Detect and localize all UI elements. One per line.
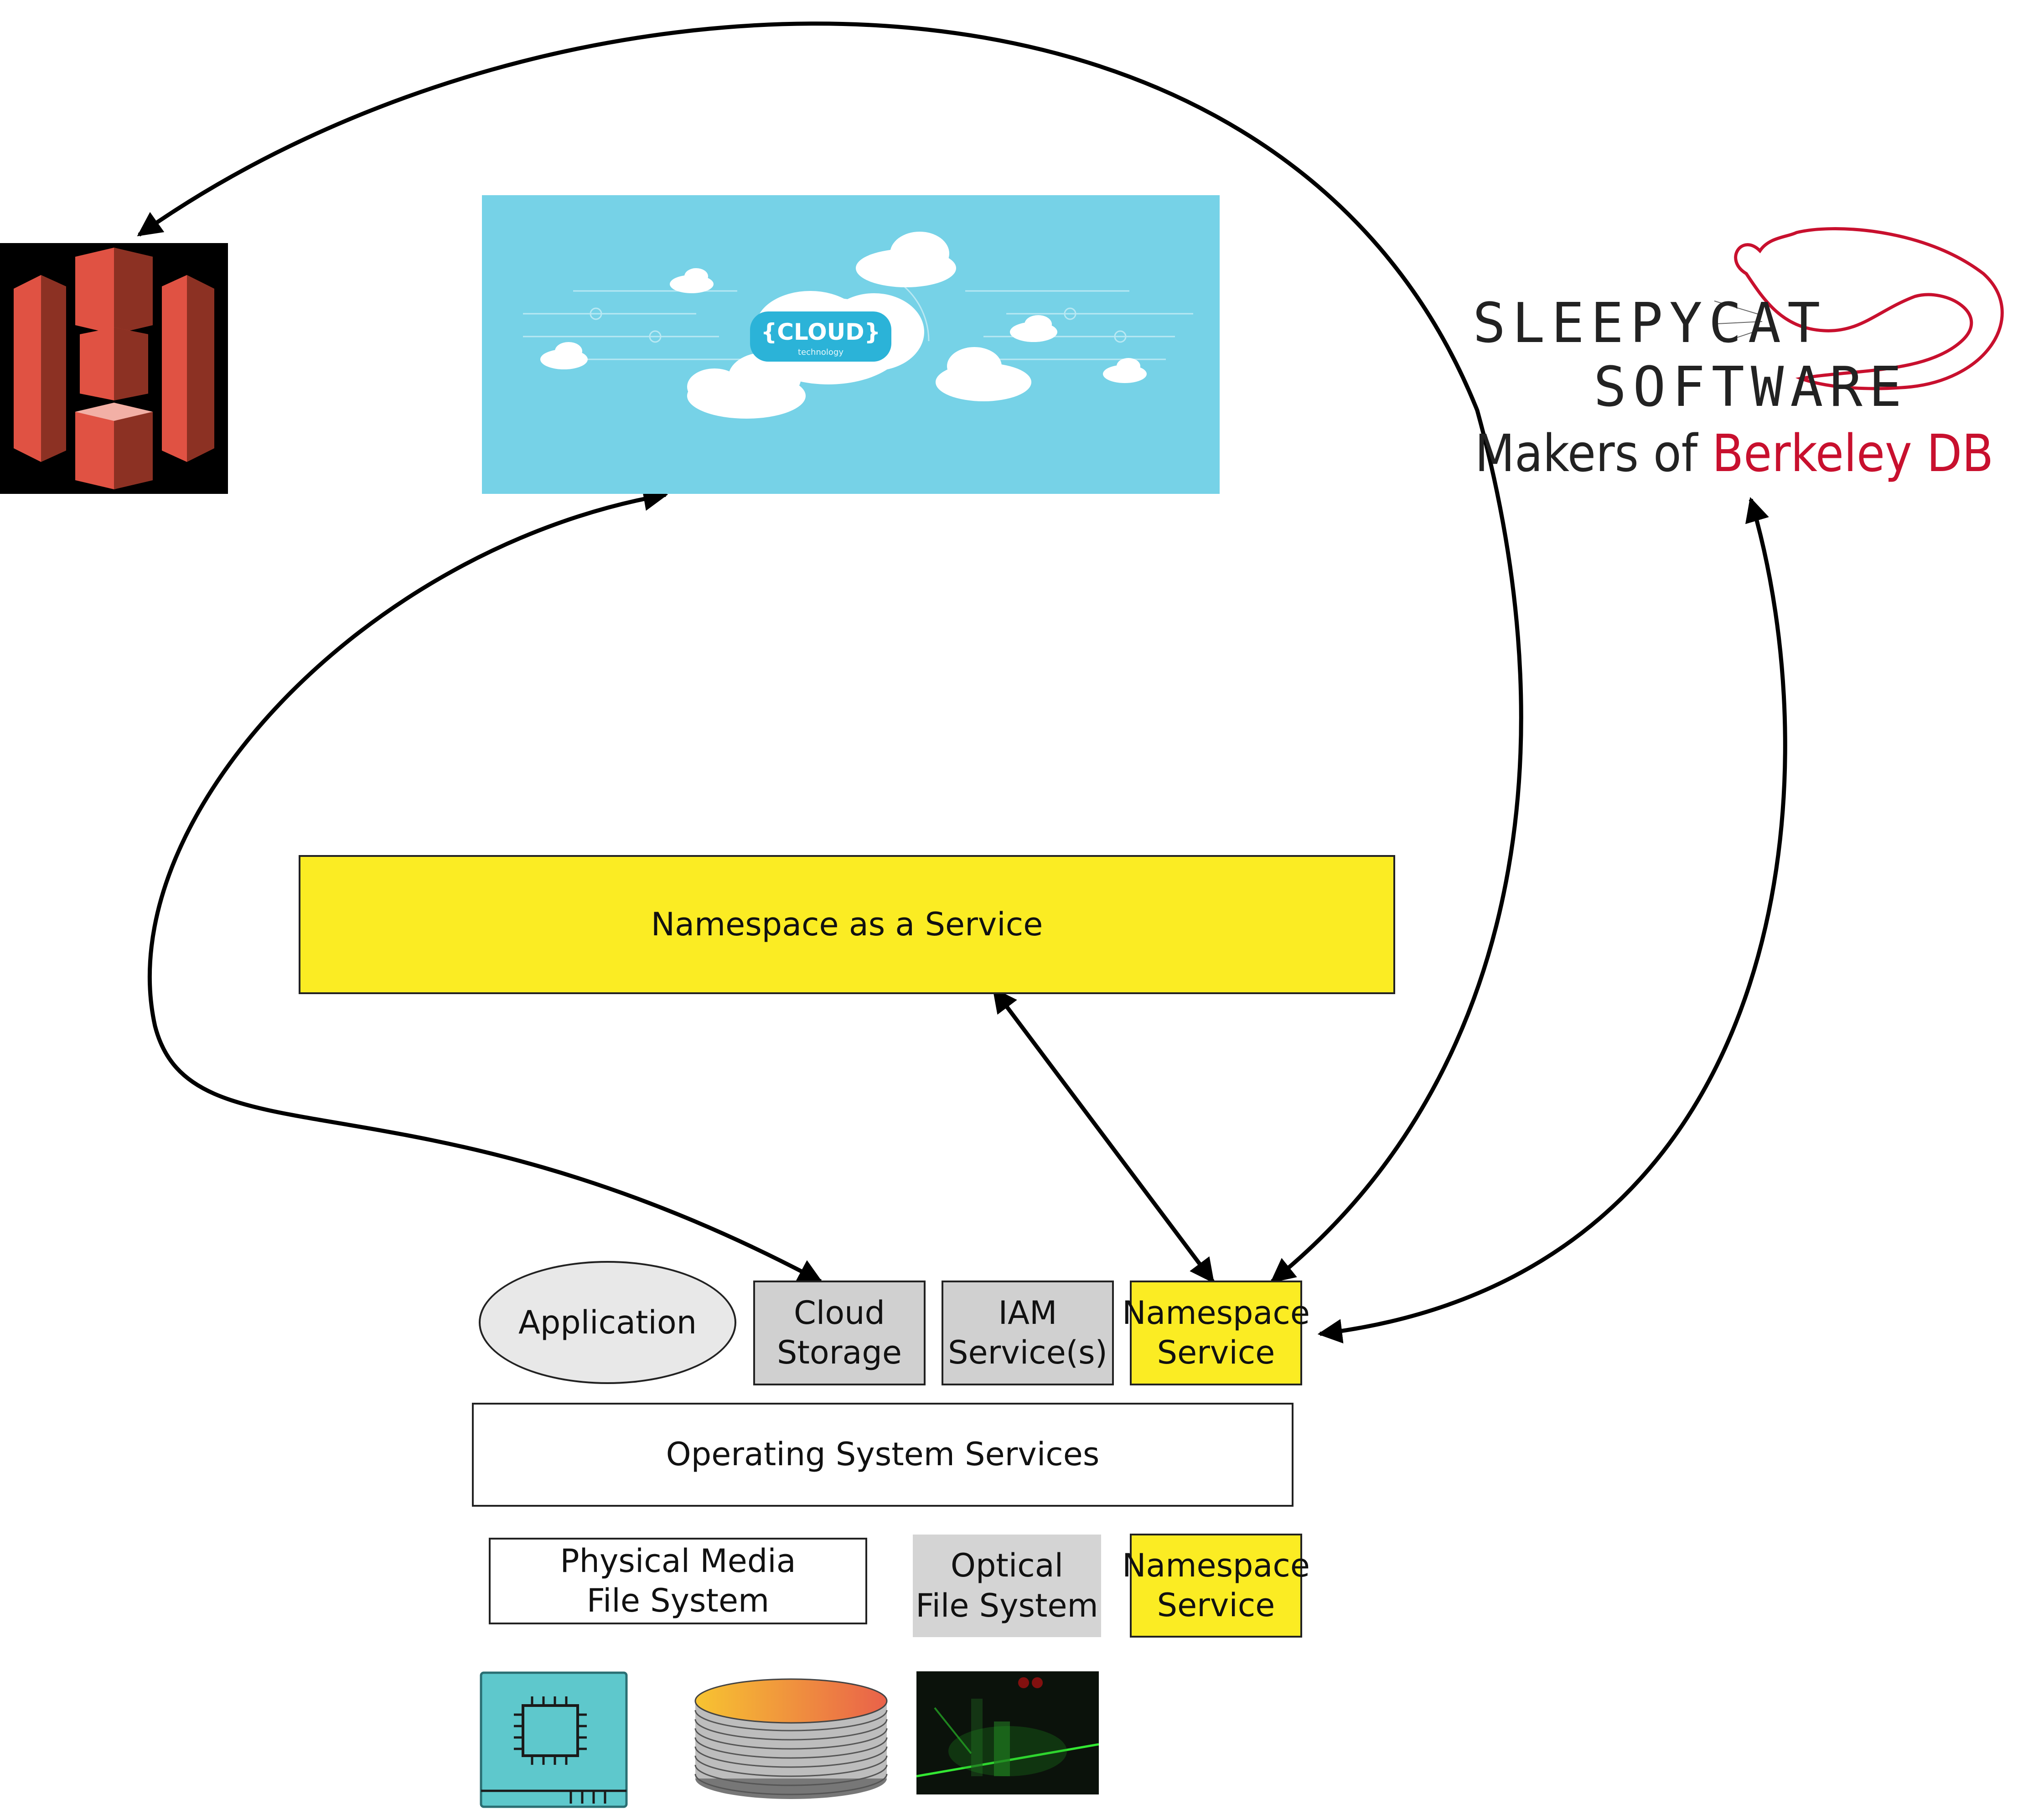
os-services-label: Operating System Services xyxy=(666,1436,1100,1473)
sleepycat-line1: SLEEPYCAT xyxy=(1473,292,1827,355)
namespace-service-top-box: Namespace Service xyxy=(1122,1281,1310,1385)
aws-s3-icon xyxy=(0,243,228,494)
namespace-service-bottom-box: Namespace Service xyxy=(1122,1534,1310,1638)
physical-fs-label: Physical Media File System xyxy=(560,1542,796,1620)
physical-fs-box: Physical Media File System xyxy=(489,1538,867,1624)
cloud-technology-banner: {CLOUD} technology xyxy=(482,195,1220,494)
cloud-storage-box: Cloud Storage xyxy=(753,1281,926,1385)
laser-optics-icon xyxy=(916,1671,1099,1794)
cloud-storage-label: Cloud Storage xyxy=(777,1294,902,1372)
cloud-banner-title: {CLOUD} xyxy=(761,319,881,345)
namespace-service-bottom-label: Namespace Service xyxy=(1122,1546,1310,1624)
application-label: Application xyxy=(518,1304,697,1341)
os-services-box: Operating System Services xyxy=(472,1403,1294,1507)
sleepycat-line2: SOFTWARE xyxy=(1594,356,1908,419)
namespace-service-top-label: Namespace Service xyxy=(1122,1294,1310,1372)
arrow-naas-namespace xyxy=(992,987,1215,1284)
application-ellipse: Application xyxy=(479,1261,736,1384)
iam-services-label: IAM Service(s) xyxy=(948,1294,1107,1372)
chip-icon xyxy=(480,1671,628,1808)
cloud-banner-subtitle: technology xyxy=(798,347,843,357)
namespace-as-a-service-box: Namespace as a Service xyxy=(299,855,1395,994)
sleepycat-tagline-brand: Berkeley DB xyxy=(1712,424,1994,483)
sleepycat-tagline-prefix: Makers of xyxy=(1475,424,1713,483)
iam-services-box: IAM Service(s) xyxy=(942,1281,1114,1385)
optical-fs-label: Optical File System xyxy=(916,1547,1098,1624)
optical-fs-box: Optical File System xyxy=(913,1535,1101,1637)
sleepycat-logo: SLEEPYCAT SOFTWARE Makers of Berkeley DB xyxy=(1468,223,2018,497)
namespace-as-a-service-label: Namespace as a Service xyxy=(651,905,1043,943)
disk-stack-icon xyxy=(679,1669,894,1808)
